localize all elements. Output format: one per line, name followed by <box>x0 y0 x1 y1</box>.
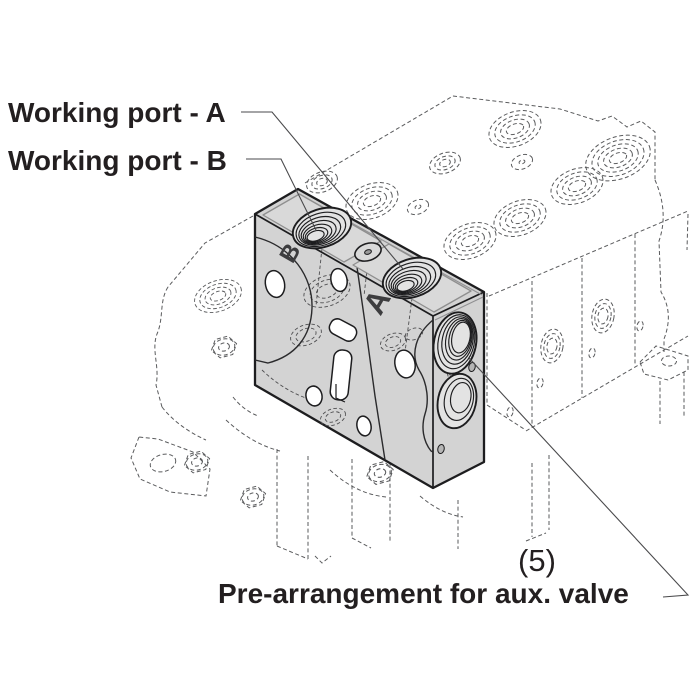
phantom-top-port-small <box>426 147 464 179</box>
front-hole <box>356 415 372 437</box>
phantom-top-port <box>438 215 502 267</box>
side-bolt-hole <box>437 443 445 455</box>
phantom-top-port <box>545 160 609 212</box>
phantom-side-port <box>588 296 618 336</box>
phantom-top-port <box>483 103 547 155</box>
section-joint-lines <box>531 234 636 427</box>
inlet-foot <box>130 436 211 497</box>
bank-bottom-edge <box>525 335 689 432</box>
end-plate-profile <box>654 179 669 352</box>
phantom-end-port-rim <box>585 134 651 182</box>
phantom-side-port <box>537 326 567 366</box>
bracket-legs <box>659 372 685 424</box>
bracket-hole <box>661 355 677 367</box>
pilot-hole <box>636 320 644 332</box>
labels: Working port - A Working port - B (5) Pr… <box>8 97 629 609</box>
front-hole <box>394 349 416 379</box>
pilot-hole <box>506 406 514 418</box>
label-working-port-a: Working port - A <box>8 97 226 128</box>
tie-rod-bolt <box>181 448 213 476</box>
leader-aux-valve <box>468 357 690 598</box>
top-boss <box>354 242 382 262</box>
label-aux-valve: Pre-arrangement for aux. valve <box>218 578 629 609</box>
leader-lines <box>241 111 690 598</box>
label-item-number: (5) <box>518 543 556 578</box>
tie-rod-bolt <box>237 483 269 511</box>
bank-front-top-edge <box>488 210 689 297</box>
tie-rod-bolt <box>208 333 240 361</box>
inlet-left-outline <box>154 286 169 408</box>
inlet-top-edge <box>167 215 254 288</box>
bank-legs-mid <box>351 459 391 549</box>
mounting-bracket <box>639 345 689 381</box>
front-boss-contour <box>254 236 313 364</box>
front-hole <box>305 385 323 407</box>
pilot-hole <box>588 347 596 359</box>
bottom-casting-arcs <box>329 469 464 549</box>
phantom-valve-bank <box>130 95 689 564</box>
phantom-top-boss <box>508 151 536 173</box>
label-working-port-b: Working port - B <box>8 145 227 176</box>
bank-top-right-edge <box>452 95 656 180</box>
phantom-end-port <box>586 132 650 184</box>
inlet-bottom-outline <box>161 406 207 441</box>
bank-top-far-edge <box>304 95 454 184</box>
front-recess <box>414 319 434 453</box>
front-hole <box>330 267 348 293</box>
front-ridge-line <box>356 266 386 461</box>
bank-legs-right <box>525 455 550 542</box>
inlet-casting-arcs <box>225 396 281 452</box>
front-hole <box>264 269 286 299</box>
bank-legs-left <box>276 449 332 564</box>
phantom-top-boss <box>404 196 432 218</box>
inlet-foot-hole <box>149 453 177 473</box>
inlet-port <box>189 272 247 320</box>
leader-working-port-a <box>241 111 404 270</box>
hidden-section-edge <box>486 293 525 430</box>
highlighted-section-block: B A <box>253 187 486 490</box>
phantom-top-port <box>488 192 552 244</box>
leader-working-port-b <box>246 158 317 231</box>
front-slot-angled <box>328 318 358 342</box>
pilot-hole <box>536 377 544 389</box>
slot-step-line <box>335 384 346 403</box>
